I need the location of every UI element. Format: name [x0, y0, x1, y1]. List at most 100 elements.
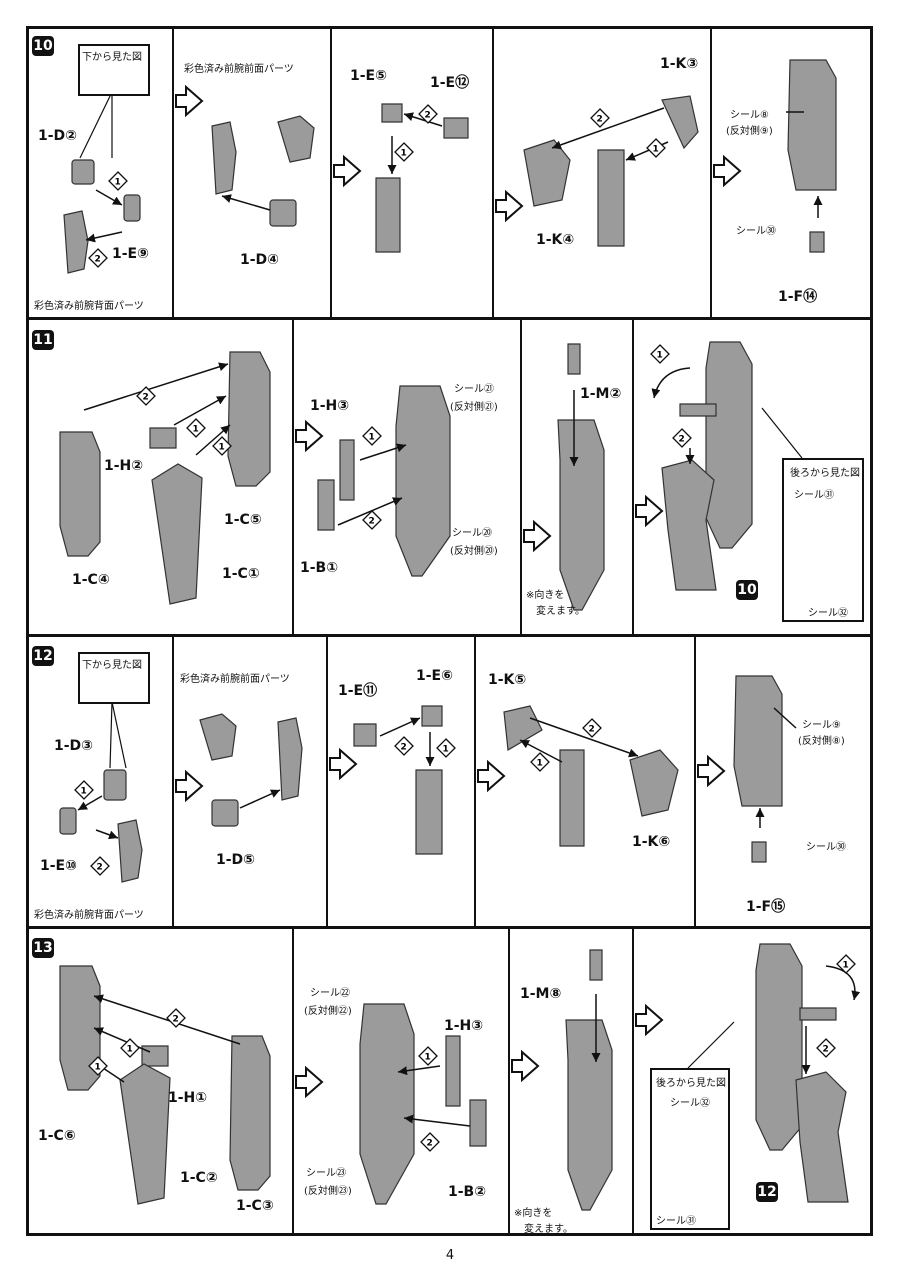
svg-text:1: 1: [401, 149, 407, 159]
bottom-view-label: 下から見た図: [82, 660, 142, 671]
svg-text:1: 1: [95, 1063, 101, 1073]
svg-text:2: 2: [425, 111, 431, 121]
step-11-panel: [26, 317, 873, 637]
back-view-label: 後ろから見た図: [790, 468, 860, 479]
step-number-badge: 10: [32, 36, 54, 56]
step-12-panel: [26, 634, 873, 929]
part-label: 1-H③: [444, 1018, 484, 1034]
seal-label: シール㉜: [670, 1098, 710, 1109]
step-10-parts: [63, 59, 837, 274]
part-label: 1-H③: [310, 398, 350, 414]
part-label: 1-B②: [448, 1184, 487, 1200]
orientation-note: ※向きを: [514, 1208, 553, 1219]
divider: [330, 29, 332, 317]
svg-text:2: 2: [97, 863, 103, 873]
painted-front-label: 彩色済み前腕前面パーツ: [184, 64, 294, 75]
orientation-note: ※向きを: [526, 590, 565, 601]
part-label: 1-K③: [660, 56, 699, 72]
divider: [520, 320, 522, 634]
divider: [172, 637, 174, 926]
bottom-view-callout: [78, 44, 150, 96]
orientation-note: 変えます。: [536, 606, 585, 617]
divider: [326, 637, 328, 926]
seal-label: シール㉚: [736, 226, 776, 237]
part-label: 1-M⑧: [520, 986, 562, 1002]
svg-text:2: 2: [173, 1015, 179, 1025]
order-mark-icons: 1 2 1 2 2 1 2 1 1 1 2 1 2 1 2 2 1 2 1 2 …: [74, 104, 856, 1152]
orientation-note: 変えます。: [524, 1224, 573, 1235]
part-label: 1-E⑫: [430, 75, 470, 91]
svg-text:1: 1: [425, 1053, 431, 1063]
part-label: 1-K④: [536, 232, 575, 248]
part-label: 1-C③: [236, 1198, 274, 1214]
back-view-callout: [782, 458, 864, 622]
next-arrow-icon: [175, 84, 742, 1099]
part-label: 1-D④: [240, 252, 280, 268]
divider: [694, 637, 696, 926]
part-label: 1-K⑤: [488, 672, 527, 688]
part-label: 1-C②: [180, 1170, 218, 1186]
svg-text:2: 2: [401, 743, 407, 753]
painted-back-label: 彩色済み前腕背面パーツ: [34, 910, 144, 921]
divider: [172, 29, 174, 317]
divider: [632, 320, 634, 634]
svg-text:1: 1: [653, 145, 659, 155]
divider: [292, 929, 294, 1233]
svg-text:1: 1: [537, 759, 543, 769]
part-label: 1-F⑮: [746, 899, 786, 915]
bottom-view-label: 下から見た図: [82, 52, 142, 63]
step-reference-badge: 10: [736, 580, 758, 600]
part-label: 1-F⑭: [778, 289, 818, 305]
step-number-badge: 13: [32, 938, 54, 958]
part-label: 1-C④: [72, 572, 110, 588]
svg-text:2: 2: [95, 255, 101, 265]
seal-label: (反対側㉓): [304, 1186, 352, 1197]
seal-label: (反対側⑨): [726, 126, 773, 137]
part-label: 1-D②: [38, 128, 78, 144]
svg-text:2: 2: [597, 115, 603, 125]
seal-label: シール㉚: [806, 842, 846, 853]
part-label: 1-D③: [54, 738, 94, 754]
seal-label: シール⑧: [730, 110, 769, 121]
page-number: 4: [445, 1248, 455, 1263]
part-label: 1-C①: [222, 566, 260, 582]
svg-text:1: 1: [81, 787, 87, 797]
part-label: 1-E⑤: [350, 68, 387, 84]
instruction-frame: [26, 26, 873, 1236]
svg-text:2: 2: [427, 1139, 433, 1149]
svg-text:2: 2: [589, 725, 595, 735]
part-label: 1-E⑪: [338, 683, 378, 699]
divider: [474, 637, 476, 926]
seal-label: (反対側㉒): [304, 1006, 352, 1017]
svg-text:2: 2: [143, 393, 149, 403]
step-10-panel: [26, 26, 873, 320]
svg-text:1: 1: [115, 178, 121, 188]
seal-label: シール㉛: [794, 490, 834, 501]
svg-text:1: 1: [127, 1045, 133, 1055]
seal-label: (反対側⑳): [450, 546, 498, 557]
part-label: 1-K⑥: [632, 834, 671, 850]
step-12-parts: [59, 675, 797, 883]
part-label: 1-E⑩: [40, 858, 77, 874]
divider: [632, 929, 634, 1233]
part-label: 1-H①: [168, 1090, 208, 1106]
seal-label: (反対側㉑): [450, 402, 498, 413]
part-label: 1-C⑥: [38, 1128, 76, 1144]
part-label: 1-B①: [300, 560, 339, 576]
back-view-callout: [650, 1068, 730, 1230]
divider: [292, 320, 294, 634]
seal-label: シール㉒: [310, 988, 350, 999]
svg-text:2: 2: [369, 517, 375, 527]
part-label: 1-M②: [580, 386, 622, 402]
step-reference-badge: 12: [756, 1182, 778, 1202]
divider: [710, 29, 712, 317]
bottom-view-callout: [78, 652, 150, 704]
seal-label: シール㉓: [306, 1168, 346, 1179]
svg-text:1: 1: [193, 425, 199, 435]
divider: [492, 29, 494, 317]
svg-text:1: 1: [219, 443, 225, 453]
step-number-badge: 11: [32, 330, 54, 350]
seal-label: シール㉜: [808, 608, 848, 619]
seal-label: シール㉑: [454, 384, 494, 395]
